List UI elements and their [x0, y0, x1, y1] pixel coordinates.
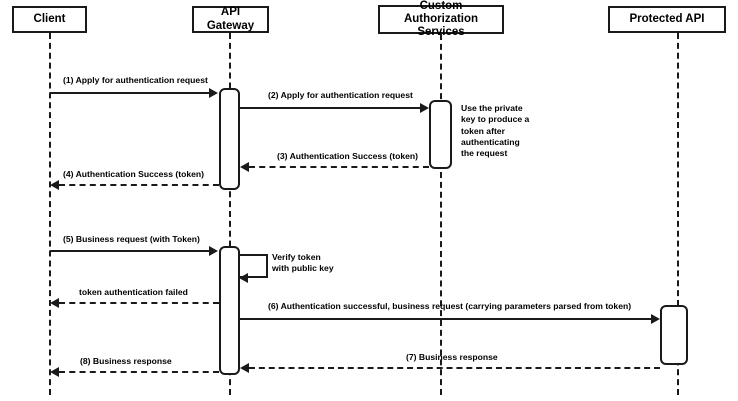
message-arrowhead-4: [50, 180, 59, 190]
message-arrowhead-7: [240, 363, 249, 373]
note-verify-token: Verify token with public key: [272, 252, 336, 275]
note-private-key-line-3: token after: [461, 125, 505, 136]
lifeline-client: [49, 33, 51, 395]
message-line-7[interactable]: [249, 367, 660, 369]
message-line-1[interactable]: [50, 92, 210, 94]
message-label-6: (6) Authentication successful, business …: [268, 301, 632, 311]
message-label-2: (2) Apply for authentication request: [268, 90, 413, 100]
message-arrowhead-1: [209, 88, 218, 98]
message-arrowhead-2: [420, 103, 429, 113]
message-label-7: (7) Business response: [406, 352, 498, 362]
participant-label-custom-auth-line1: Custom Authorization: [403, 0, 479, 25]
note-private-key: Use the private key to produce a token a…: [461, 103, 531, 160]
message-line-4[interactable]: [59, 184, 219, 186]
activation-api-gateway-auth: [219, 88, 240, 190]
activation-api-gateway-business: [219, 246, 240, 375]
message-label-4: (4) Authentication Success (token): [63, 169, 205, 179]
self-message-verify-token[interactable]: [240, 254, 268, 278]
message-label-token-auth-failed: token authentication failed: [79, 287, 188, 297]
note-verify-token-line-1: Verify token: [272, 252, 321, 262]
lifeline-api-gateway: [229, 33, 231, 395]
note-private-key-line-4: authenticating: [461, 137, 520, 148]
message-label-5: (5) Business request (with Token): [63, 234, 200, 244]
message-line-6[interactable]: [240, 318, 652, 320]
participant-label-api-gateway: API Gateway: [206, 6, 255, 32]
participant-box-client[interactable]: Client: [12, 6, 87, 33]
note-verify-token-line-2: with public key: [272, 263, 334, 274]
self-message-arrowhead: [239, 273, 248, 283]
lifeline-custom-auth: [440, 34, 442, 395]
message-line-5[interactable]: [50, 250, 210, 252]
message-line-2[interactable]: [240, 107, 421, 109]
participant-box-custom-auth[interactable]: Custom Authorization Services: [378, 0, 504, 38]
message-arrowhead-5: [209, 246, 218, 256]
message-line-token-auth-failed[interactable]: [59, 302, 219, 304]
message-arrowhead-3: [240, 162, 249, 172]
participant-label-custom-auth-line2: Services: [417, 26, 465, 39]
message-arrowhead-token-auth-failed: [50, 298, 59, 308]
lifeline-protected-api: [677, 33, 679, 395]
message-arrowhead-8: [50, 367, 59, 377]
activation-protected-api: [660, 305, 688, 365]
note-private-key-line-1: Use the private: [461, 103, 523, 113]
activation-custom-auth: [429, 100, 452, 169]
participant-box-api-gateway[interactable]: API Gateway: [192, 6, 269, 33]
message-label-8: (8) Business response: [80, 356, 172, 366]
participant-box-protected-api[interactable]: Protected API: [608, 6, 726, 33]
note-private-key-line-5: the request: [461, 148, 508, 159]
message-arrowhead-6: [651, 314, 660, 324]
note-private-key-line-2: key to produce a: [461, 114, 530, 125]
participant-label-client: Client: [33, 12, 66, 25]
message-line-8[interactable]: [59, 371, 219, 373]
message-line-3[interactable]: [249, 166, 429, 168]
participant-label-protected-api: Protected API: [629, 12, 705, 25]
message-label-1: (1) Apply for authentication request: [63, 75, 208, 85]
message-label-3: (3) Authentication Success (token): [277, 151, 419, 161]
